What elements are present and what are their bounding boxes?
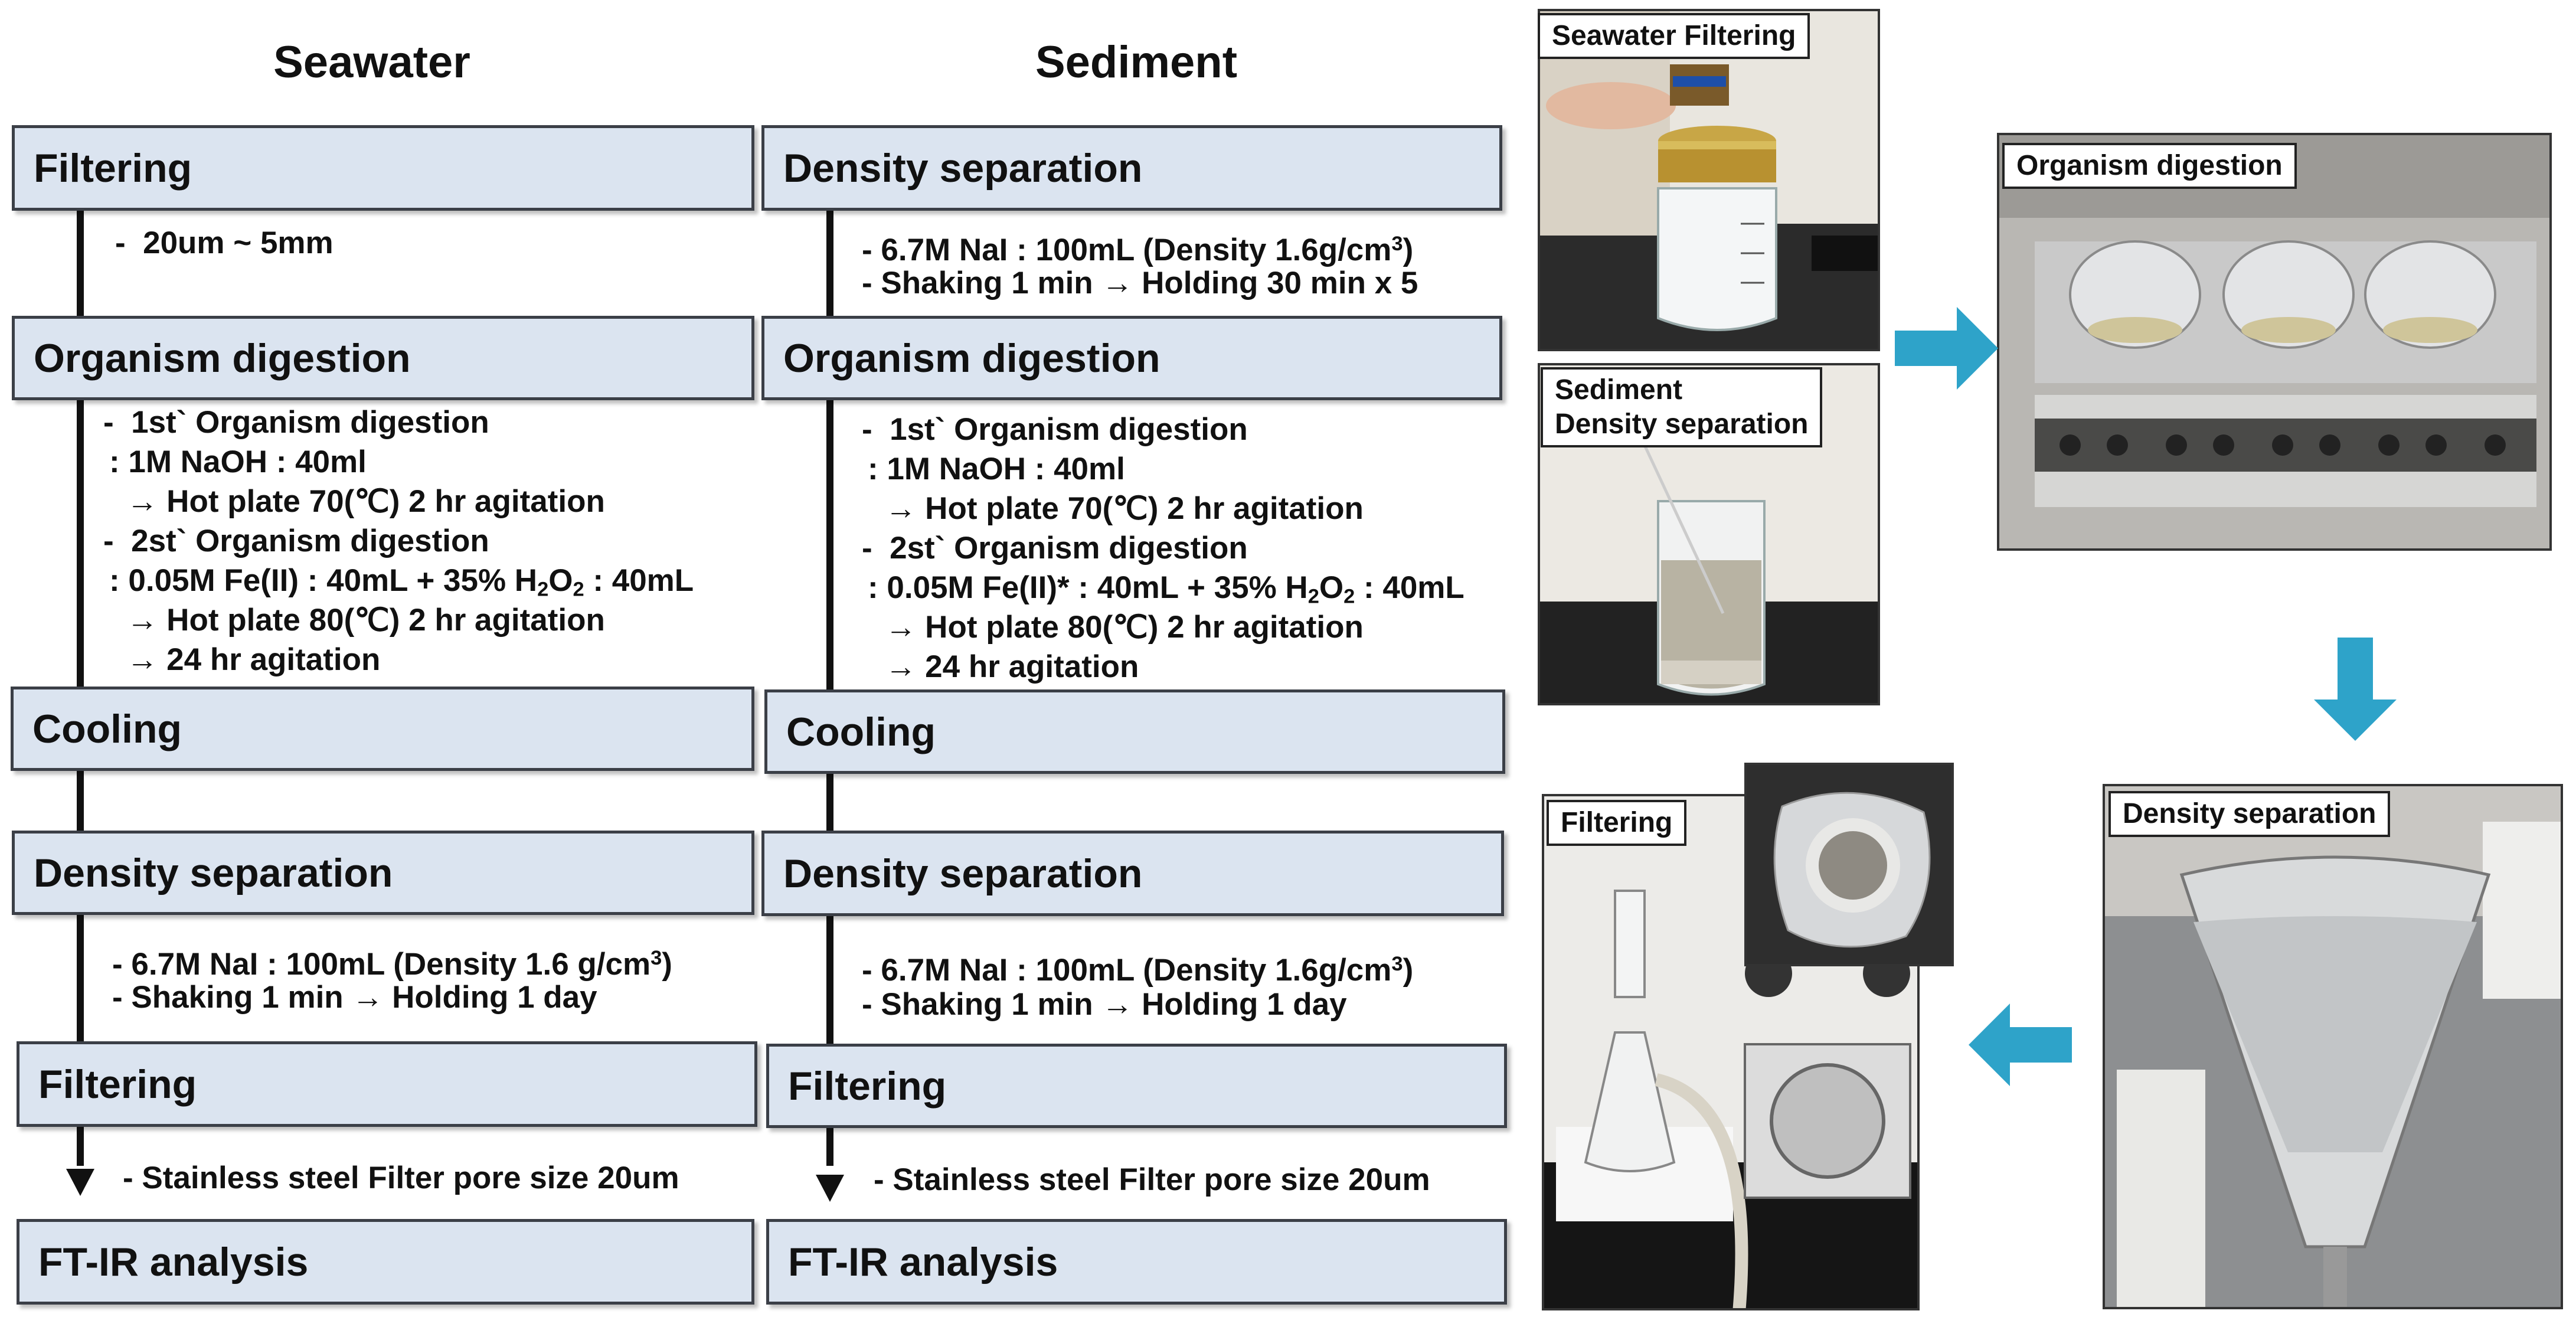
seawater-density-note-2: - Shaking 1 min → Holding 1 day (112, 980, 597, 1015)
seawater-step-density-separation: Density separation (12, 831, 754, 915)
seawater-flow-arrowhead (66, 1169, 94, 1196)
seawater-filtering-photo-label: Seawater Filtering (1538, 13, 1810, 59)
seawater-step-filtering-2: Filtering (17, 1041, 757, 1127)
seawater-filtering-photo (1538, 9, 1880, 351)
sediment-density-note-a2: - Shaking 1 min → Holding 30 min x 5 (862, 266, 1418, 300)
seawater-digestion-note-5: : 0.05M Fe(II) : 40mL + 35% H2O2 : 40mL (109, 563, 694, 601)
sediment-digestion-note-4: - 2st` Organism digestion (862, 531, 1248, 566)
sediment-digestion-note-3: → Hot plate 70(℃) 2 hr agitation (868, 491, 1364, 526)
arrow-down-to-density (2314, 638, 2397, 741)
sediment-step-ftir: FT-IR analysis (766, 1219, 1507, 1305)
sediment-digestion-note-2: : 1M NaOH : 40ml (868, 452, 1125, 486)
seawater-digestion-note-6: → Hot plate 80(℃) 2 hr agitation (109, 603, 605, 638)
organism-digestion-illustration (1999, 135, 2549, 548)
sediment-flow-line (826, 210, 833, 1166)
sediment-step-density-separation-2: Density separation (761, 831, 1504, 916)
seawater-final-filter-note: - Stainless steel Filter pore size 20um (123, 1161, 679, 1195)
seawater-digestion-note-2: : 1M NaOH : 40ml (109, 444, 367, 479)
density-separation-photo-label: Density separation (2108, 791, 2391, 837)
seawater-digestion-note-3: → Hot plate 70(℃) 2 hr agitation (109, 484, 605, 519)
filtering-photo-label: Filtering (1547, 800, 1687, 846)
sediment-step-filtering: Filtering (766, 1044, 1507, 1128)
seawater-step-cooling: Cooling (11, 687, 754, 771)
organism-digestion-photo-label: Organism digestion (2002, 143, 2297, 189)
sediment-step-cooling: Cooling (764, 689, 1505, 774)
density-separation-illustration (2105, 786, 2561, 1307)
seawater-digestion-note-1: - 1st` Organism digestion (103, 405, 489, 440)
sediment-digestion-note-1: - 1st` Organism digestion (862, 412, 1248, 447)
seawater-digestion-note-4: - 2st` Organism digestion (103, 524, 489, 558)
seawater-density-note-1: - 6.7M NaI : 100mL (Density 1.6 g/cm3) (112, 947, 672, 982)
filter-inset-photo (1744, 763, 1954, 966)
arrow-left-to-filtering (1969, 1004, 2072, 1086)
seawater-step-ftir: FT-IR analysis (17, 1219, 754, 1305)
sediment-density-note-b1: - 6.7M NaI : 100mL (Density 1.6g/cm3) (862, 953, 1414, 988)
sediment-density-note-a1: - 6.7M NaI : 100mL (Density 1.6g/cm3) (862, 233, 1414, 268)
arrow-right-to-digestion (1895, 307, 1998, 390)
sediment-density-note-b2: - Shaking 1 min → Holding 1 day (862, 987, 1347, 1022)
sediment-step-organism-digestion: Organism digestion (761, 316, 1502, 400)
seawater-step-organism-digestion: Organism digestion (12, 316, 754, 400)
organism-digestion-photo (1997, 133, 2552, 551)
seawater-heading: Seawater (273, 37, 470, 87)
sediment-final-filter-note: - Stainless steel Filter pore size 20um (874, 1162, 1430, 1197)
seawater-filter-size-note: - 20um ~ 5mm (115, 225, 334, 260)
density-separation-photo (2103, 784, 2563, 1309)
sediment-digestion-note-7: → 24 hr agitation (868, 649, 1139, 684)
seawater-digestion-note-7: → 24 hr agitation (109, 642, 381, 677)
sediment-step-density-separation: Density separation (761, 125, 1502, 211)
sediment-digestion-note-5: : 0.05M Fe(II)* : 40mL + 35% H2O2 : 40mL (868, 570, 1464, 608)
sediment-flow-arrowhead (816, 1175, 844, 1202)
sediment-heading: Sediment (1035, 37, 1238, 87)
seawater-filtering-illustration (1540, 11, 1878, 349)
sediment-digestion-note-6: → Hot plate 80(℃) 2 hr agitation (868, 610, 1364, 645)
seawater-step-filtering: Filtering (12, 125, 754, 211)
filter-inset-illustration (1747, 765, 1951, 964)
